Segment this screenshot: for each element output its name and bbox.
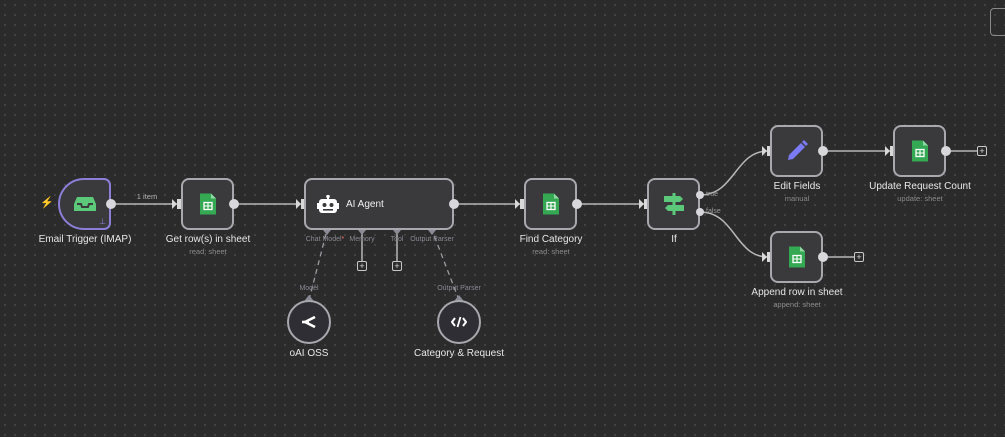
edge-item-count: 1 item (136, 192, 158, 201)
input-handle (644, 199, 648, 209)
code-icon (451, 316, 467, 328)
add-node-button[interactable]: + (977, 146, 987, 156)
google-sheets-icon (911, 140, 928, 162)
node-if[interactable] (647, 178, 700, 230)
pencil-icon (787, 140, 808, 160)
node-label: Find Category (519, 234, 583, 245)
robot-icon (317, 195, 339, 213)
branch-label-true: true (706, 191, 719, 198)
edge-if-false-to-append (699, 211, 769, 258)
node-oai-oss[interactable] (287, 300, 331, 344)
model-icon (302, 316, 316, 328)
google-sheets-icon (199, 193, 216, 215)
node-subtitle: append: sheet (773, 300, 821, 309)
node-get-rows[interactable] (181, 178, 234, 230)
node-subtitle: manual (784, 194, 810, 203)
add-tool-button[interactable]: + (392, 261, 402, 271)
signpost-icon (663, 193, 684, 215)
port-label-chat-model: Chat Model* (305, 236, 345, 243)
node-label: Email Trigger (IMAP) (38, 234, 132, 245)
node-find-category[interactable] (524, 178, 577, 230)
input-handle (177, 199, 181, 209)
node-label: Get row(s) in sheet (165, 234, 251, 245)
node-label: AI Agent (346, 199, 384, 210)
node-update-request-count[interactable] (893, 125, 946, 177)
input-handle (520, 199, 524, 209)
node-subtitle: read: sheet (532, 247, 570, 256)
branch-label-false: false (706, 208, 721, 215)
output-handle[interactable] (818, 252, 828, 262)
node-label: Update Request Count (869, 181, 971, 192)
node-category-request[interactable] (437, 300, 481, 344)
node-subtitle: update: sheet (897, 194, 943, 203)
input-handle (301, 199, 305, 209)
output-handle[interactable] (572, 199, 582, 209)
output-handle[interactable] (818, 146, 828, 156)
node-ai-agent[interactable]: AI Agent (304, 178, 454, 230)
inbox-icon (73, 197, 96, 211)
input-handle (767, 146, 771, 156)
add-node-button[interactable]: + (854, 252, 864, 262)
node-label: Edit Fields (773, 181, 821, 192)
node-label: Category & Request (413, 348, 505, 359)
output-handle[interactable] (941, 146, 951, 156)
pin-icon: ⊥ (99, 217, 106, 226)
port-label-model: Model (299, 285, 319, 292)
add-memory-button[interactable]: + (357, 261, 367, 271)
output-handle-false[interactable] (696, 208, 704, 216)
output-handle[interactable] (106, 199, 116, 209)
output-handle[interactable] (449, 199, 459, 209)
node-label: Append row in sheet (751, 287, 843, 298)
output-handle[interactable] (229, 199, 239, 209)
google-sheets-icon (788, 246, 805, 268)
google-sheets-icon (542, 193, 559, 215)
output-handle-true[interactable] (696, 191, 704, 199)
edge-parser-to-agent (431, 229, 460, 301)
trigger-bolt-icon: ⚡ (40, 197, 54, 209)
edge-if-true-to-edit-fields (699, 150, 769, 196)
node-edit-fields[interactable] (770, 125, 823, 177)
port-label-tool: Tool (390, 236, 404, 243)
node-label: oAI OSS (289, 348, 329, 359)
input-handle (890, 146, 894, 156)
canvas-control-button[interactable] (990, 8, 1005, 36)
node-label: If (671, 234, 677, 245)
required-marker: * (341, 236, 345, 243)
node-email-trigger[interactable]: ⊥ (58, 178, 111, 230)
port-label-output-parser-node: Output Parser (437, 285, 481, 292)
port-label-output-parser: Output Parser (410, 236, 454, 243)
node-subtitle: read: sheet (189, 247, 227, 256)
node-append-row[interactable] (770, 231, 823, 283)
port-label-memory: Memory (349, 236, 375, 243)
edge-model-to-agent (308, 229, 328, 301)
input-handle (767, 252, 771, 262)
